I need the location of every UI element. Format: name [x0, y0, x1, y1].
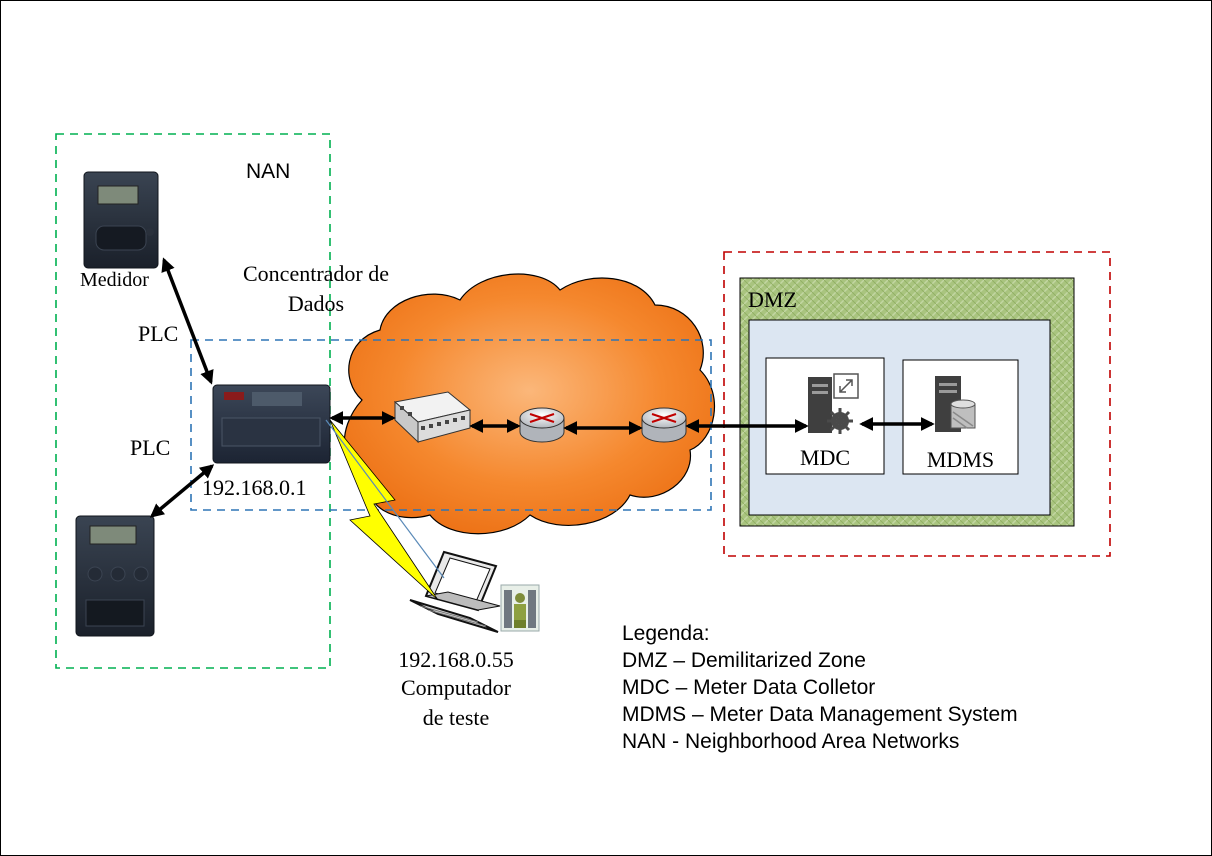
- dmz-label: DMZ: [748, 287, 797, 312]
- concentrador-label-line1: Concentrador de: [243, 261, 389, 286]
- medidor-label: Medidor: [80, 269, 149, 291]
- mdms-label: MDMS: [926, 447, 995, 472]
- router-left-icon: [519, 407, 565, 443]
- laptop-ip-label: 192.168.0.55: [398, 647, 514, 672]
- mdms-server-icon: [935, 376, 976, 432]
- link-meter-bottom-concentrator: [149, 464, 215, 518]
- link-meter-top-concentrator: [161, 257, 214, 385]
- mdc-server-icon: [808, 373, 859, 434]
- connections: [149, 257, 935, 518]
- concentrator-icon: [212, 384, 331, 464]
- dmz-outer-boundary: [723, 251, 1111, 557]
- concentrator-ip-label: 192.168.0.1: [202, 475, 307, 500]
- legend-item-nan: NAN - Neighborhood Area Networks: [622, 730, 960, 753]
- mdc-label: MDC: [799, 445, 851, 470]
- meter-top-icon: [83, 171, 159, 269]
- meter-bottom-icon: [75, 515, 155, 637]
- plc-top-label: PLC: [138, 321, 179, 346]
- legend: Legenda: DMZ – Demilitarized Zone MDC – …: [622, 620, 1018, 755]
- plc-bottom-label: PLC: [130, 435, 171, 460]
- legend-item-mdc: MDC – Meter Data Colletor: [622, 676, 876, 699]
- link-concentrator-laptop: [325, 419, 445, 579]
- legend-item-dmz: DMZ – Demilitarized Zone: [622, 649, 866, 672]
- nan-boundary: [55, 133, 331, 669]
- wireless-lightning-icon: [329, 419, 439, 601]
- concentrador-label-line2: Dados: [287, 291, 345, 316]
- laptop-icon: [409, 550, 501, 633]
- switch-icon: [393, 391, 472, 444]
- nan-label: NAN: [246, 160, 291, 183]
- laptop-label-line1: Computador: [401, 675, 511, 700]
- router-right-icon: [641, 407, 687, 443]
- legend-item-mdms: MDMS – Meter Data Management System: [622, 703, 1018, 726]
- test-user-icon: [500, 584, 540, 632]
- legend-title: Legenda:: [622, 622, 710, 645]
- laptop-label-line2: de teste: [422, 705, 490, 730]
